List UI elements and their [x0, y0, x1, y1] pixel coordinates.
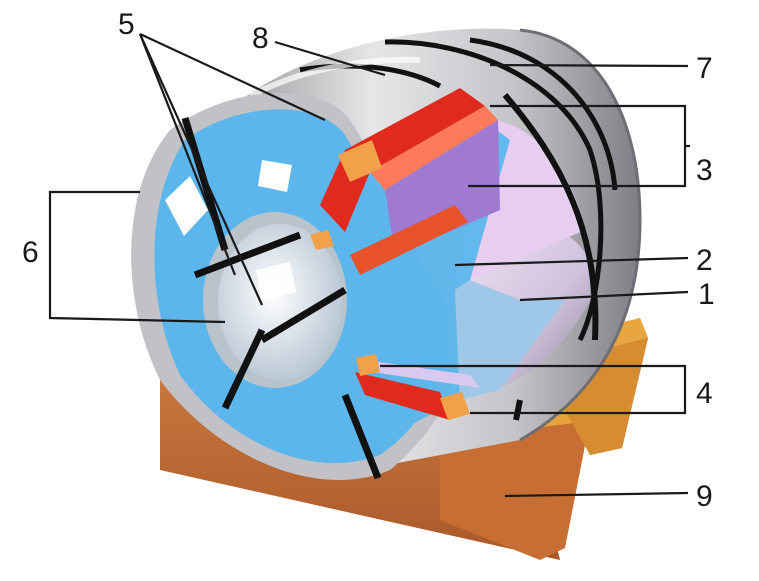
label-3: 3: [696, 154, 713, 187]
segment-divider-4: [260, 287, 347, 343]
label-9: 9: [696, 480, 713, 513]
drum-band-far: [469, 37, 618, 191]
label-5: 5: [118, 8, 135, 41]
drum-highlight: [248, 56, 421, 99]
label-2: 2: [696, 244, 713, 277]
segment-divider-5: [341, 393, 382, 480]
leader-8: [274, 40, 386, 77]
cutaway-band: [502, 93, 599, 341]
leader-7: [489, 63, 689, 68]
mid-winding-strip: [350, 205, 468, 275]
face-window-left: [165, 176, 208, 236]
label-6: 6: [22, 236, 39, 269]
leader-9: [504, 491, 689, 498]
label-4: 4: [696, 377, 713, 410]
leader-5c: [138, 33, 264, 306]
face-window-top: [258, 160, 292, 192]
leader-6-bracket: [48, 190, 226, 324]
upper-winding-violet: [385, 120, 500, 255]
callout-labels: 5 8 7 3 2 1 4 9 6: [22, 8, 715, 513]
core-inner-face: [455, 280, 565, 400]
leader-4-bracket: [380, 364, 687, 415]
bore-window: [256, 262, 296, 300]
bore-inner: [218, 224, 342, 380]
label-7: 7: [696, 52, 713, 85]
lower-winding-red: [355, 372, 450, 420]
leader-2: [454, 256, 689, 267]
segment-divider-3: [221, 328, 266, 410]
label-8: 8: [252, 22, 269, 55]
pad-band-mark: [513, 399, 523, 421]
upper-winding-edge: [370, 106, 498, 190]
segment-divider-2: [193, 231, 302, 279]
leader-1: [519, 290, 689, 302]
upper-winding-top: [345, 88, 485, 172]
winding-pad-small: [310, 230, 334, 250]
leader-5b: [138, 33, 237, 276]
lower-winding-pad-1: [356, 354, 380, 376]
leader-5a: [139, 33, 326, 121]
lower-winding-pad-2: [440, 392, 470, 420]
label-1: 1: [698, 278, 715, 311]
leader-lines: [48, 33, 690, 498]
drum-rear-edge: [519, 28, 642, 442]
upper-winding-pad: [338, 140, 382, 182]
